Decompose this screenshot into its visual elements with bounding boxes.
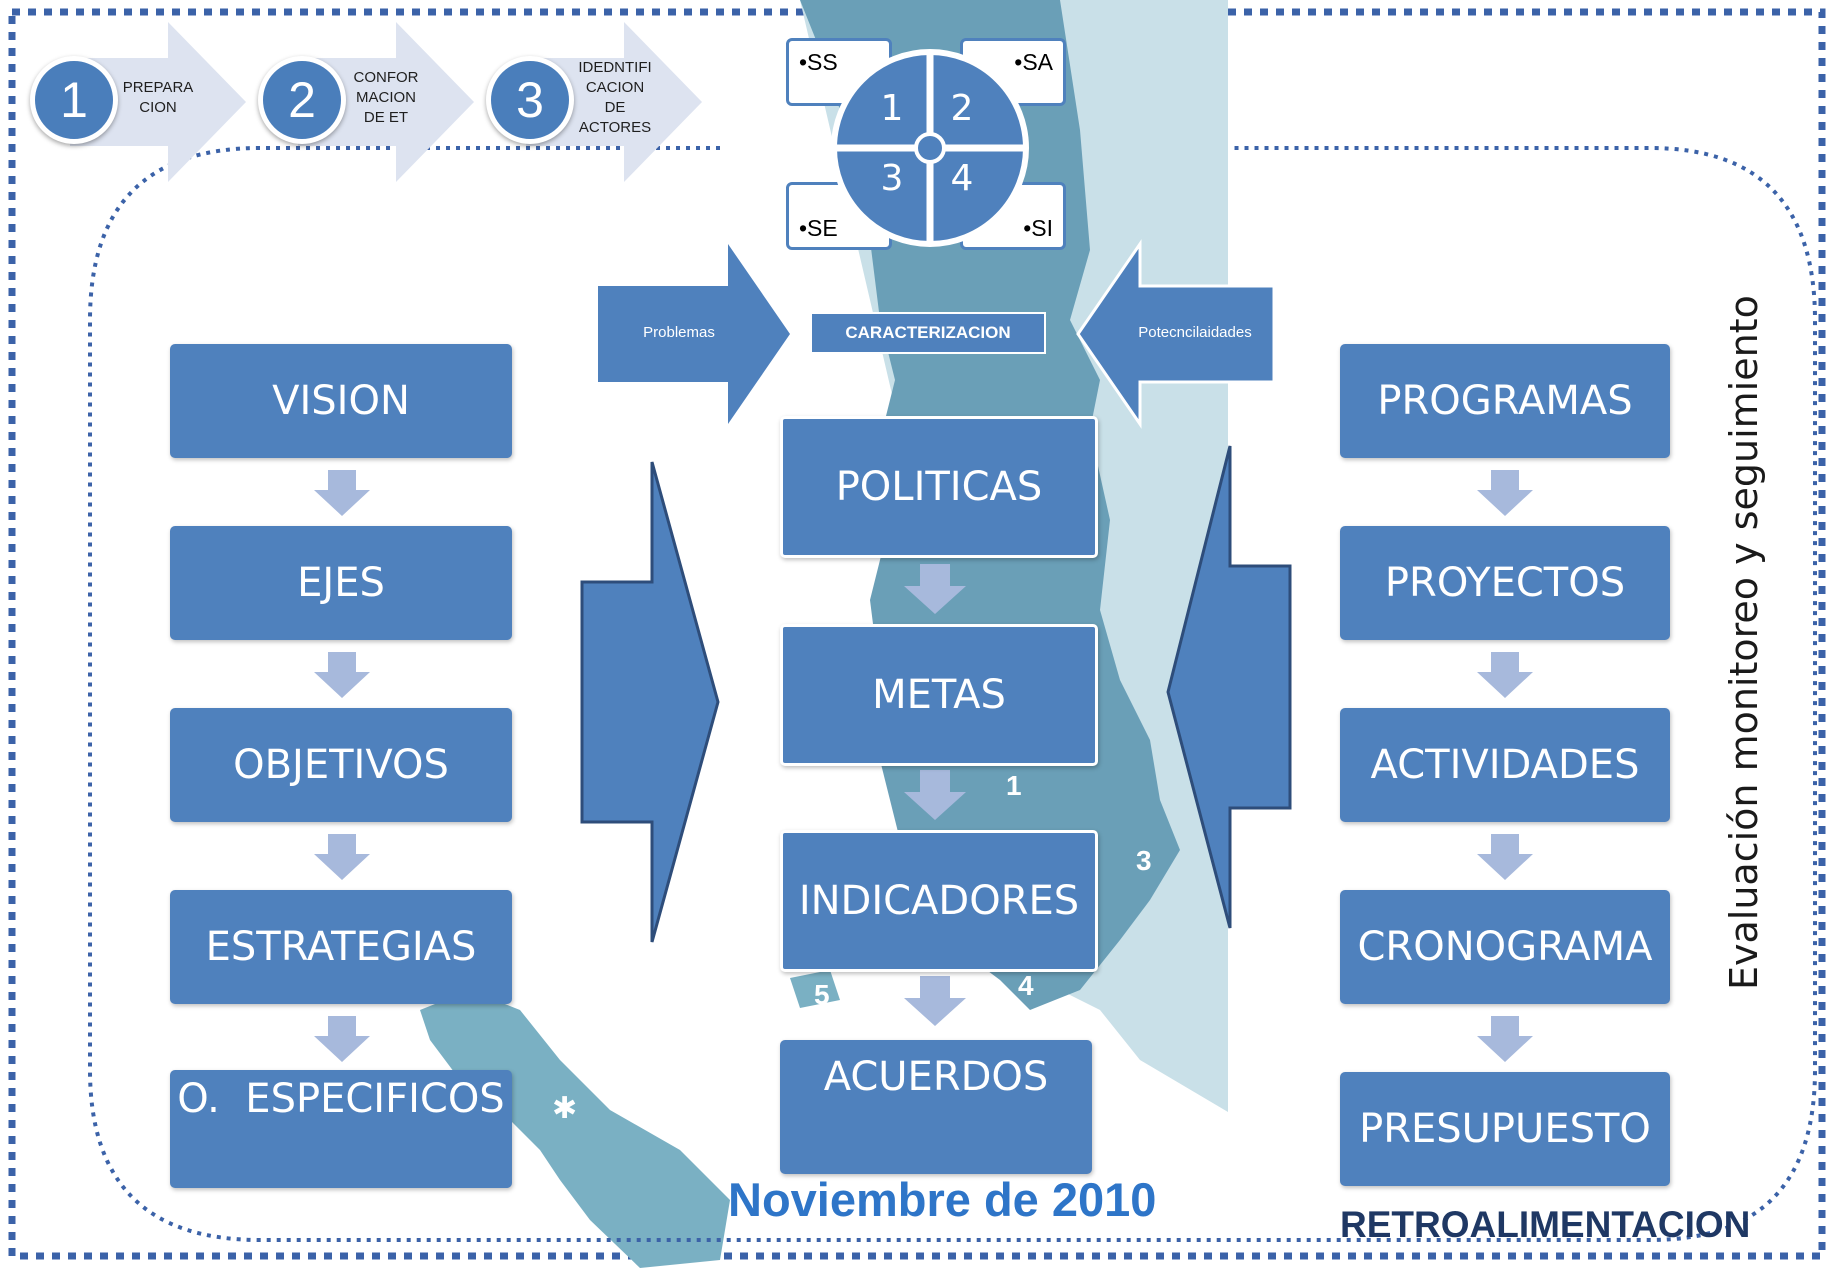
caracterizacion-box: CARACTERIZACION [810,312,1046,354]
down-arrow-left-1 [314,470,370,516]
step-3-arrow [526,22,702,182]
box-acuerdos: ACUERDOS [780,1040,1092,1174]
step-1-arrow [70,22,246,182]
box-actividades: ACTIVIDADES [1340,708,1670,822]
map-label-4: 4 [1018,970,1034,1001]
box-indicadores: INDICADORES [780,830,1098,972]
down-arrow-left-3 [314,834,370,880]
quadrant-number-1: 1 [880,88,904,129]
box-politicas: POLITICAS [780,416,1098,558]
date-label: Noviembre de 2010 [728,1173,1157,1226]
retroalimentacion-label: RETROALIMENTACION [1340,1204,1751,1245]
map-label-5: 5 [814,979,830,1010]
map-star-icon: ✱ [552,1091,577,1126]
box-proyectos: PROYECTOS [1340,526,1670,640]
box-objetivos: OBJETIVOS [170,708,512,822]
box-cronograma: CRONOGRAMA [1340,890,1670,1004]
step-2-label: CONFOR MACION DE ET [353,69,419,126]
problemas-label: Problemas [643,324,715,341]
down-arrow-left-4 [314,1016,370,1062]
map-island [420,990,730,1268]
quadrant-number-4: 4 [950,158,974,199]
down-arrow-right-3 [1477,834,1533,880]
big-left-arrow [1166,445,1292,929]
quadrant-number-3: 3 [880,158,904,199]
box-estrategias: ESTRATEGIAS [170,890,512,1004]
step-2-number: 2 [258,56,346,144]
outer-dotted-border [8,8,1826,1260]
box-metas: METAS [780,624,1098,766]
map-label-3: 3 [1136,845,1152,876]
big-right-arrow [580,461,720,943]
down-arrow-right-1 [1477,470,1533,516]
quadrant-circle [831,49,1029,247]
down-arrow-center-3 [904,976,966,1026]
inner-dotted-border [88,146,1817,1242]
box-presupuesto: PRESUPUESTO [1340,1072,1670,1186]
quadrant-number-2: 2 [950,88,974,129]
step-2-arrow [298,22,474,182]
potencialidades-arrow [1076,239,1276,429]
side-label-evaluacion: Evaluación monitoreo y seguimiento [1722,295,1766,990]
step-1-label: PREPARA CION [122,79,194,116]
potencialidades-label: Potecncilaidades [1138,324,1252,341]
map-islet [790,970,840,1008]
down-arrow-right-2 [1477,652,1533,698]
map-label-1: 1 [1006,770,1022,801]
down-arrow-center-2 [904,770,966,820]
step-3-number: 3 [486,56,574,144]
problemas-arrow [598,244,790,424]
down-arrow-right-4 [1477,1016,1533,1062]
down-arrow-left-2 [314,652,370,698]
box-ejes: EJES [170,526,512,640]
box-vision: VISION [170,344,512,458]
box-programas: PROGRAMAS [1340,344,1670,458]
down-arrow-center-1 [904,564,966,614]
step-1-number: 1 [30,56,118,144]
step-3-label: IDEDNTIFI CACION DE ACTORES [578,59,652,136]
box-objetivos-especificos: O. ESPECIFICOS [170,1070,512,1188]
